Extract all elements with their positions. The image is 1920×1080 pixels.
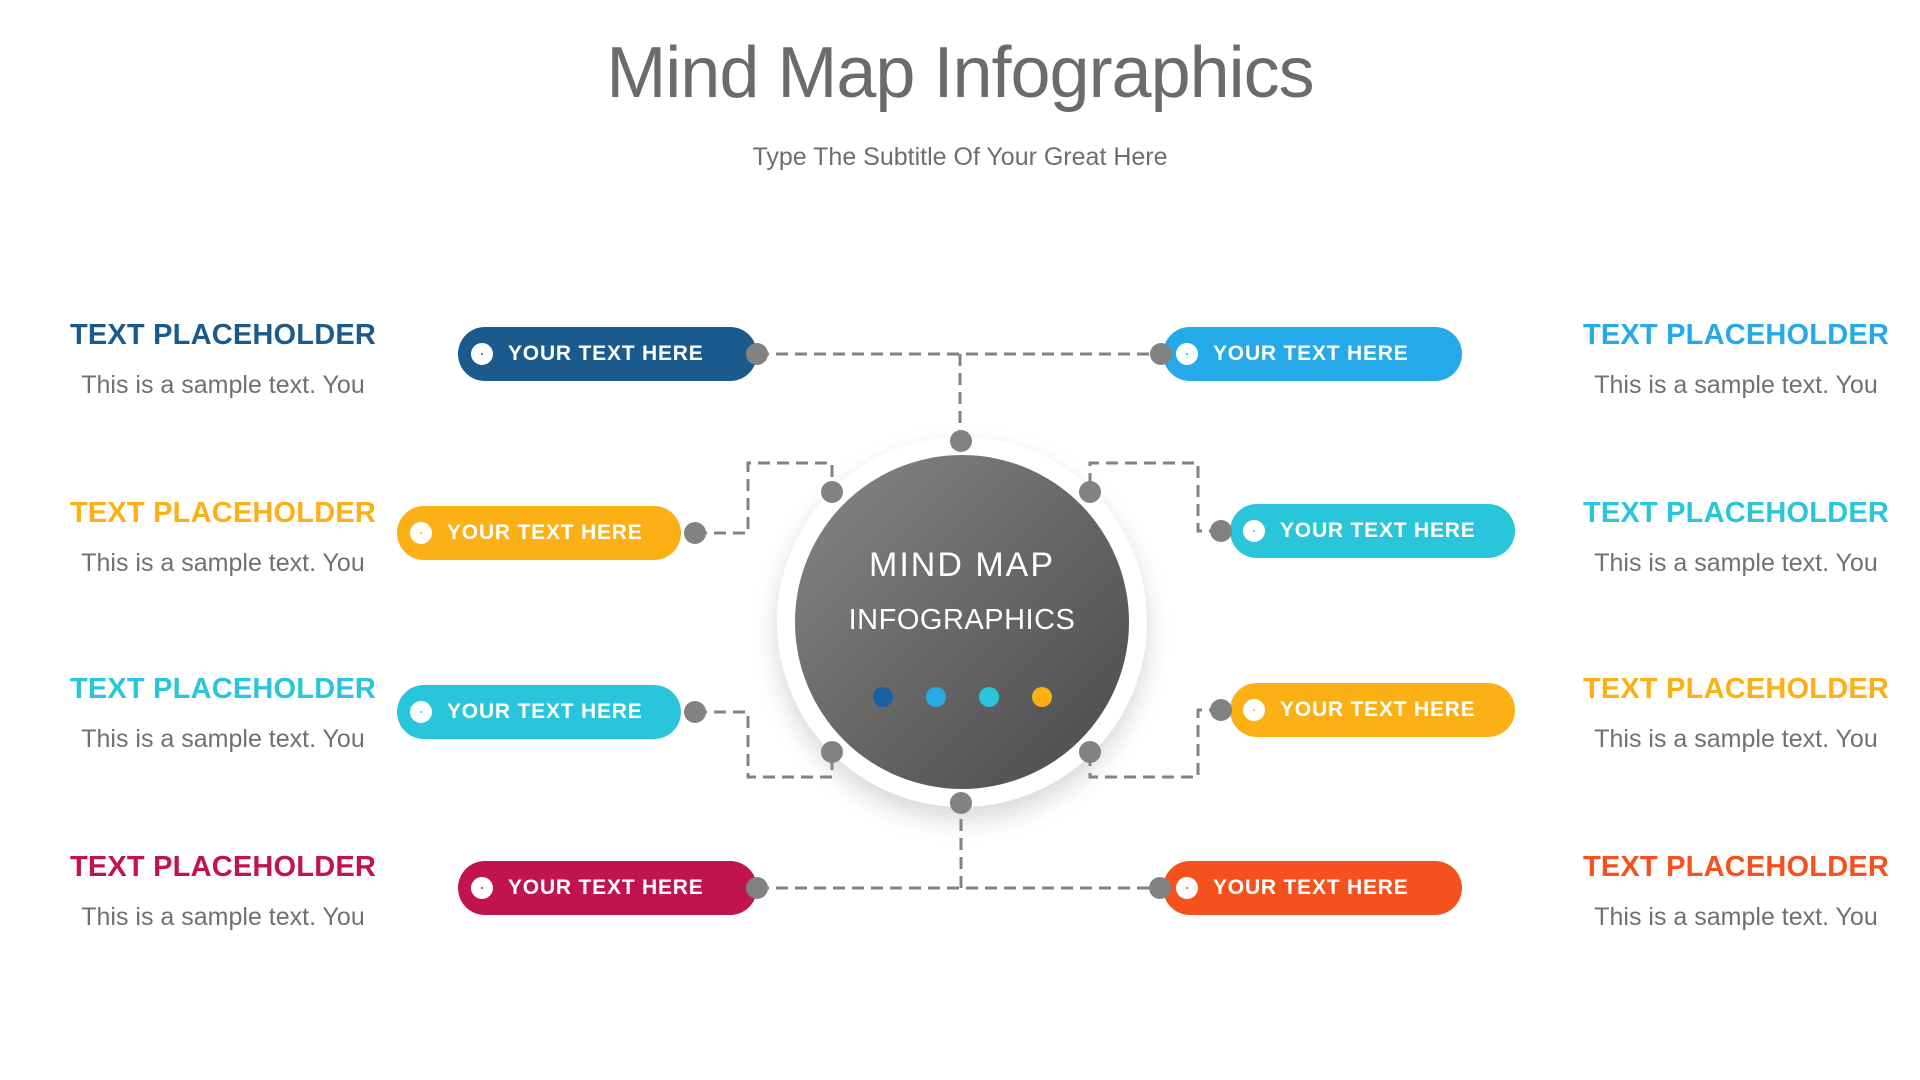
ring-icon [410, 522, 432, 544]
pill-right-3[interactable]: YOUR TEXT HERE [1230, 683, 1515, 737]
text-block-heading: TEXT PLACEHOLDER [1582, 497, 1890, 529]
text-block-left-3: TEXT PLACEHOLDER This is a sample text. … [67, 672, 379, 753]
ring-icon [1243, 520, 1265, 542]
text-block-body: This is a sample text. You [81, 549, 365, 577]
text-block-left-4: TEXT PLACEHOLDER This is a sample text. … [67, 850, 379, 931]
pill-label: YOUR TEXT HERE [1280, 519, 1476, 542]
pill-left-3[interactable]: YOUR TEXT HERE [397, 685, 681, 739]
pill-label: YOUR TEXT HERE [1213, 342, 1409, 365]
text-block-right-1: TEXT PLACEHOLDER This is a sample text. … [1568, 318, 1904, 399]
page-title: Mind Map Infographics [606, 33, 1314, 113]
ring-icon [410, 701, 432, 723]
ring-icon [471, 343, 493, 365]
pill-label: YOUR TEXT HERE [447, 521, 643, 544]
text-block-left-2: TEXT PLACEHOLDER This is a sample text. … [67, 496, 379, 577]
pill-left-2[interactable]: YOUR TEXT HERE [397, 506, 681, 560]
pill-right-1[interactable]: YOUR TEXT HERE [1163, 327, 1462, 381]
text-block-heading: TEXT PLACEHOLDER [69, 497, 377, 529]
pill-label: YOUR TEXT HERE [1280, 698, 1476, 721]
pill-label: YOUR TEXT HERE [508, 876, 704, 899]
node-dot-pill-left-2 [684, 522, 706, 544]
text-block-heading: TEXT PLACEHOLDER [1582, 319, 1890, 351]
center-title-line2: INFOGRAPHICS [848, 604, 1076, 636]
node-dot-pill-right-2 [1210, 520, 1232, 542]
center-dot [925, 687, 946, 707]
text-block-heading: TEXT PLACEHOLDER [69, 319, 377, 351]
pill-label: YOUR TEXT HERE [508, 342, 704, 365]
pill-right-2[interactable]: YOUR TEXT HERE [1230, 504, 1515, 558]
text-block-heading: TEXT PLACEHOLDER [1582, 851, 1890, 883]
text-block-right-3: TEXT PLACEHOLDER This is a sample text. … [1568, 672, 1904, 753]
node-dot-pill-left-3 [684, 701, 706, 723]
ring-icon [1243, 699, 1265, 721]
text-block-body: This is a sample text. You [1594, 903, 1878, 931]
page-subtitle: Type The Subtitle Of Your Great Here [752, 143, 1168, 171]
node-dot-pill-right-3 [1210, 699, 1232, 721]
ring-icon [1176, 343, 1198, 365]
text-block-left-1: TEXT PLACEHOLDER This is a sample text. … [67, 318, 379, 399]
text-block-body: This is a sample text. You [1594, 371, 1878, 399]
center-dot [872, 687, 893, 707]
pill-left-4[interactable]: YOUR TEXT HERE [458, 861, 757, 915]
text-block-heading: TEXT PLACEHOLDER [69, 851, 377, 883]
center-dots-row [777, 687, 1147, 707]
text-block-right-2: TEXT PLACEHOLDER This is a sample text. … [1568, 496, 1904, 577]
ring-icon [1176, 877, 1198, 899]
pill-right-4[interactable]: YOUR TEXT HERE [1163, 861, 1462, 915]
pill-label: YOUR TEXT HERE [447, 700, 643, 723]
center-dot [978, 687, 999, 707]
text-block-body: This is a sample text. You [1594, 725, 1878, 753]
text-block-heading: TEXT PLACEHOLDER [1582, 673, 1890, 705]
text-block-heading: TEXT PLACEHOLDER [69, 673, 377, 705]
ring-icon [471, 877, 493, 899]
center-circle [795, 455, 1129, 789]
pill-left-1[interactable]: YOUR TEXT HERE [458, 327, 757, 381]
center-dot [1031, 687, 1052, 707]
text-block-body: This is a sample text. You [81, 725, 365, 753]
center-title-line1: MIND MAP [869, 546, 1055, 584]
text-block-body: This is a sample text. You [81, 371, 365, 399]
text-block-body: This is a sample text. You [1594, 549, 1878, 577]
text-block-body: This is a sample text. You [81, 903, 365, 931]
text-block-right-4: TEXT PLACEHOLDER This is a sample text. … [1568, 850, 1904, 931]
pill-label: YOUR TEXT HERE [1213, 876, 1409, 899]
